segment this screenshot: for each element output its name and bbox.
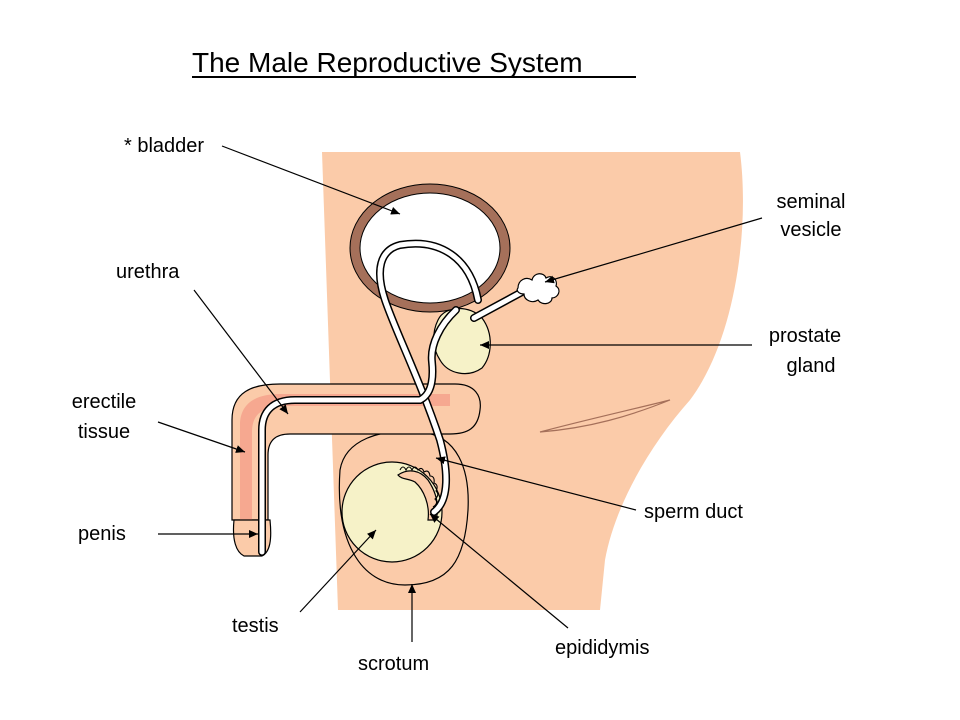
testis-leader <box>299 529 377 613</box>
label-scrotum: scrotum <box>358 653 429 675</box>
label-sperm-duct: sperm duct <box>644 501 743 523</box>
seminal-vesicle-leader <box>544 217 763 284</box>
label-urethra: urethra <box>116 261 180 283</box>
label-erectile-line2: tissue <box>78 421 130 443</box>
erectile-tissue <box>240 394 450 520</box>
diagram-title: The Male Reproductive System <box>192 47 583 78</box>
label-bladder: * bladder <box>124 135 204 157</box>
label-testis: testis <box>232 615 279 637</box>
label-penis: penis <box>78 523 126 545</box>
bladder-leader <box>221 145 401 215</box>
label-seminal-vesicle-line2: vesicle <box>780 219 841 241</box>
epididymis-coils <box>399 466 439 508</box>
erectile-leader <box>157 421 246 453</box>
penis-shaft <box>231 383 481 521</box>
epididymis-leader <box>429 513 569 629</box>
label-prostate-line1: prostate <box>769 325 841 347</box>
testis <box>341 461 443 563</box>
label-prostate-line2: gland <box>787 355 836 377</box>
sperm-duct-leader <box>435 456 637 511</box>
label-seminal-vesicle-line1: seminal <box>777 191 846 213</box>
label-epididymis: epididymis <box>555 637 649 659</box>
groin-crease <box>539 399 671 433</box>
urethra-leader <box>193 289 289 415</box>
label-erectile-line1: erectile <box>72 391 136 413</box>
